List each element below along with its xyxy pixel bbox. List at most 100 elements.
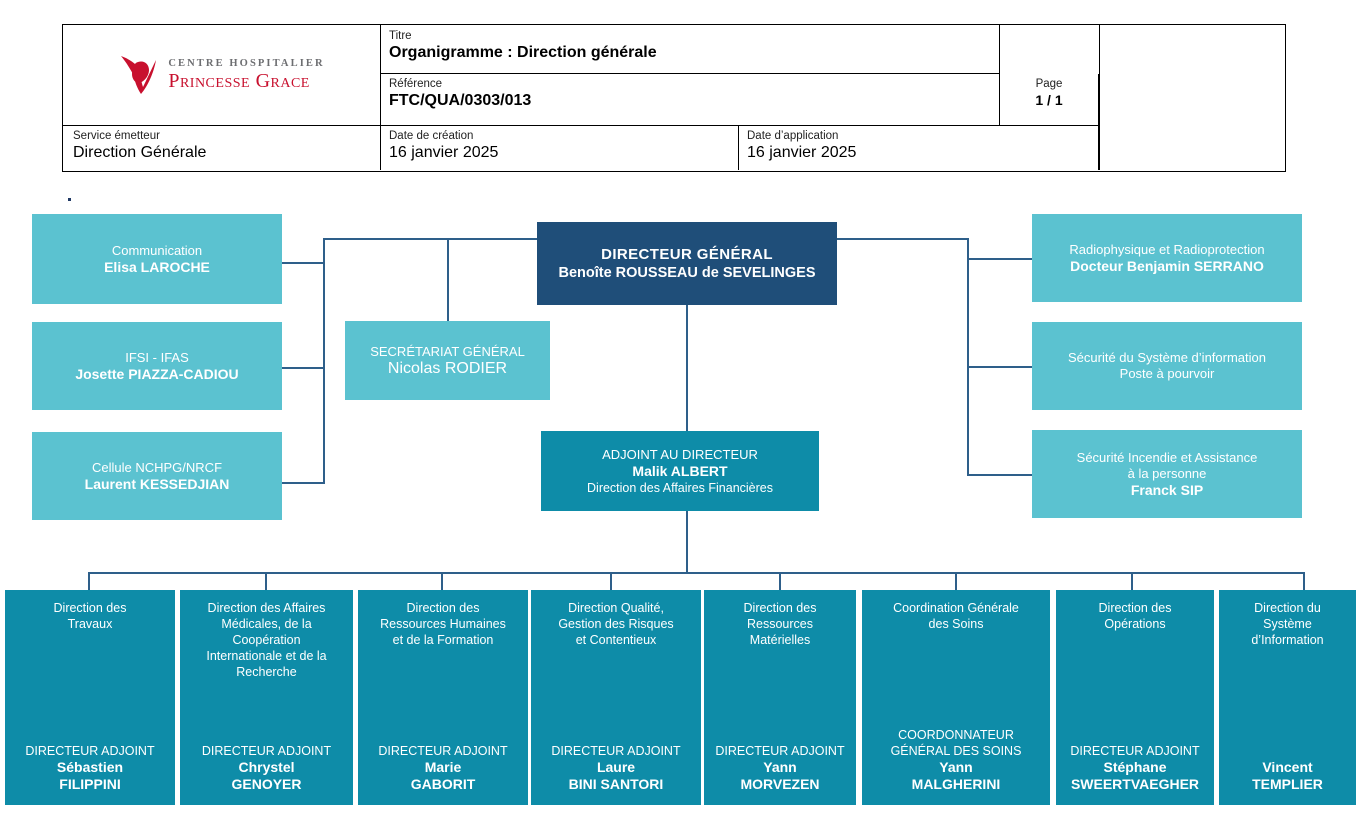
connector-branch-securite-incendie [967, 474, 1033, 476]
direction-last: SWEERTVAEGHER [1070, 776, 1200, 792]
cellule-name: Laurent KESSEDJIAN [84, 475, 230, 492]
connector-branch-communication [281, 262, 325, 264]
direction-first: Sébastien [56, 759, 124, 775]
securite-incendie-name: Franck SIP [1130, 481, 1204, 498]
connector-left-top-to-dg [323, 238, 537, 240]
titre-value: Organigramme : Direction générale [389, 44, 657, 61]
direction-role: DIRECTEUR ADJOINT [25, 744, 155, 758]
ifsi-name: Josette PIAZZA-CADIOU [75, 365, 239, 382]
adjoint-role: ADJOINT AU DIRECTEUR [602, 446, 758, 462]
node-communication[interactable]: Communication Elisa LAROCHE [32, 214, 282, 304]
direction-last: FILIPPINI [59, 776, 121, 792]
hospital-logo: CENTRE HOSPITALIER Princesse Grace [118, 52, 324, 98]
logo-wordmark: CENTRE HOSPITALIER Princesse Grace [168, 59, 324, 91]
securite-si-role: Sécurité du Système d’information [1068, 350, 1266, 365]
date-application-value: 16 janvier 2025 [747, 144, 857, 161]
date-creation-label: Date de création [389, 130, 474, 142]
date-application-label: Date d’application [747, 130, 839, 142]
connector-right-trunk [967, 238, 969, 474]
connector-secretariat-drop [447, 238, 449, 321]
radiophysique-role: Radiophysique et Radioprotection [1069, 241, 1265, 257]
titre-label: Titre [389, 30, 412, 42]
direction-first: Laure [596, 759, 636, 775]
connector-drop-2 [265, 572, 267, 590]
securite-si-name: Poste à pourvoir [1119, 366, 1215, 381]
page-value: 1 / 1 [1035, 92, 1063, 108]
direction-footer: DIRECTEUR ADJOINT Stéphane SWEERTVAEGHER [1062, 743, 1208, 793]
connector-drop-8 [1303, 572, 1305, 590]
reference-label: Référence [389, 78, 443, 90]
reference-cell: Référence FTC/QUA/0303/013 [381, 74, 1000, 125]
direction-first: Marie [424, 759, 462, 775]
node-directeur-general[interactable]: DIRECTEUR GÉNÉRAL Benoîte ROUSSEAU de SE… [537, 222, 837, 305]
direction-footer: DIRECTEUR ADJOINT Marie GABORIT [364, 743, 522, 793]
connector-drop-4 [610, 572, 612, 590]
direction-footer: DIRECTEUR ADJOINT Yann MORVEZEN [710, 743, 850, 793]
node-adjoint-directeur[interactable]: ADJOINT AU DIRECTEUR Malik ALBERT Direct… [541, 431, 819, 511]
connector-left-trunk [323, 238, 325, 483]
connector-adjoint-to-bar [686, 511, 688, 573]
page-cell: Page 1 / 1 [1000, 74, 1099, 125]
direction-last: GABORIT [410, 776, 476, 792]
adjoint-name: Malik ALBERT [632, 462, 728, 479]
direction-last: BINI SANTORI [568, 776, 664, 792]
service-label: Service émetteur [73, 130, 160, 142]
header-blank-cell [1099, 25, 1285, 170]
node-securite-systeme-information[interactable]: Sécurité du Système d’information Poste … [1032, 322, 1302, 410]
direction-role: DIRECTEUR ADJOINT [715, 744, 845, 758]
titre-cell: Titre Organigramme : Direction générale [381, 25, 1000, 74]
direction-role: DIRECTEUR ADJOINT [201, 744, 332, 758]
ifsi-role: IFSI - IFAS [125, 349, 189, 365]
direction-first: Yann [763, 759, 797, 775]
direction-last: TEMPLIER [1252, 776, 1323, 792]
cellule-role: Cellule NCHPG/NRCF [91, 459, 223, 475]
direction-role: DIRECTEUR ADJOINT [1070, 744, 1200, 758]
node-ifsi-ifas[interactable]: IFSI - IFAS Josette PIAZZA-CADIOU [32, 322, 282, 410]
connector-branch-securite-si [967, 366, 1033, 368]
direction-role: DIRECTEUR ADJOINT [378, 744, 508, 758]
direction-footer: DIRECTEUR ADJOINT Laure BINI SANTORI [537, 743, 695, 793]
node-secretariat-general[interactable]: SECRÉTARIAT GÉNÉRAL Nicolas RODIER [345, 321, 550, 400]
date-application-cell: Date d’application 16 janvier 2025 [739, 125, 1099, 170]
date-creation-cell: Date de création 16 janvier 2025 [381, 125, 739, 170]
direction-footer: DIRECTEUR ADJOINT Chrystel GENOYER [186, 743, 347, 793]
connector-drop-5 [779, 572, 781, 590]
direction-footer: DIRECTEUR ADJOINT Sébastien FILIPPINI [11, 743, 169, 793]
communication-role: Communication [111, 242, 203, 258]
direction-footer: Vincent TEMPLIER [1225, 759, 1350, 793]
direction-first: Yann [939, 759, 973, 775]
node-radiophysique[interactable]: Radiophysique et Radioprotection Docteur… [1032, 214, 1302, 302]
stray-dot-marker [68, 198, 71, 201]
connector-drop-3 [441, 572, 443, 590]
node-cellule-nchpg[interactable]: Cellule NCHPG/NRCF Laurent KESSEDJIAN [32, 432, 282, 520]
logo-cell: CENTRE HOSPITALIER Princesse Grace [63, 25, 381, 125]
service-value: Direction Générale [73, 144, 207, 161]
service-emetteur-cell: Service émetteur Direction Générale [63, 125, 381, 170]
connector-drop-7 [1131, 572, 1133, 590]
node-securite-incendie[interactable]: Sécurité Incendie et Assistance à la per… [1032, 430, 1302, 518]
connector-right-top-to-dg [837, 238, 969, 240]
direction-first: Chrystel [238, 759, 295, 775]
connector-bottom-bar [88, 572, 1303, 574]
direction-role: DIRECTEUR ADJOINT [551, 744, 681, 758]
